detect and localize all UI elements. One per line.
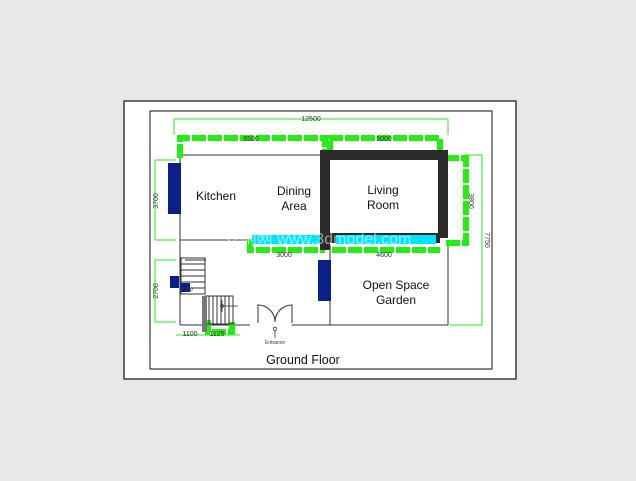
window-middle: [318, 260, 331, 301]
plan-title: Ground Floor: [266, 353, 340, 367]
dim-top-left: 6500: [243, 136, 259, 143]
glazing-strip-left: [252, 235, 320, 244]
dim-left-upper: 3700: [153, 193, 160, 209]
dim-bottom-right: 1125: [209, 331, 224, 338]
inner-sheet-frame: [149, 110, 493, 370]
entrance-label: Entrance: [265, 340, 285, 346]
room-label-garden-line2: Garden: [376, 293, 416, 307]
entrance-marker-icon: [272, 326, 278, 338]
room-label-kitchen: Kitchen: [196, 189, 236, 203]
stair-arrow-icon: [220, 300, 238, 312]
room-label-dining-line1: Dining: [277, 184, 311, 198]
stair-label: UP: [186, 288, 194, 294]
room-label-dining-line2: Area: [281, 199, 307, 213]
dim-top-total: 12500: [301, 116, 321, 123]
stair-riser-gray: [202, 296, 207, 332]
dim-mid-left: 3000: [276, 252, 292, 259]
room-label-living-line2: Room: [367, 198, 399, 212]
dim-right-total: 7750: [483, 232, 490, 248]
entrance-doors: [257, 304, 293, 323]
dim-mid-right: 4600: [376, 252, 392, 259]
dim-bottom-left: 1100: [182, 331, 197, 338]
room-label-garden-line1: Open Space: [363, 278, 430, 292]
dim-right-inner: 3800: [467, 193, 474, 209]
staircase: [180, 257, 234, 325]
watermark: 安闲网 www.3dmodel.com: [225, 230, 412, 248]
dimension-lines: [154, 118, 483, 336]
glazing-strip-right: [336, 235, 436, 244]
column-left: [170, 276, 179, 288]
dim-top-right: 5000: [376, 136, 392, 143]
kitchen-window: [168, 163, 181, 214]
room-label-living-line1: Living: [367, 183, 398, 197]
green-wall-markers: [177, 135, 469, 335]
dim-left-lower: 2700: [153, 283, 160, 299]
